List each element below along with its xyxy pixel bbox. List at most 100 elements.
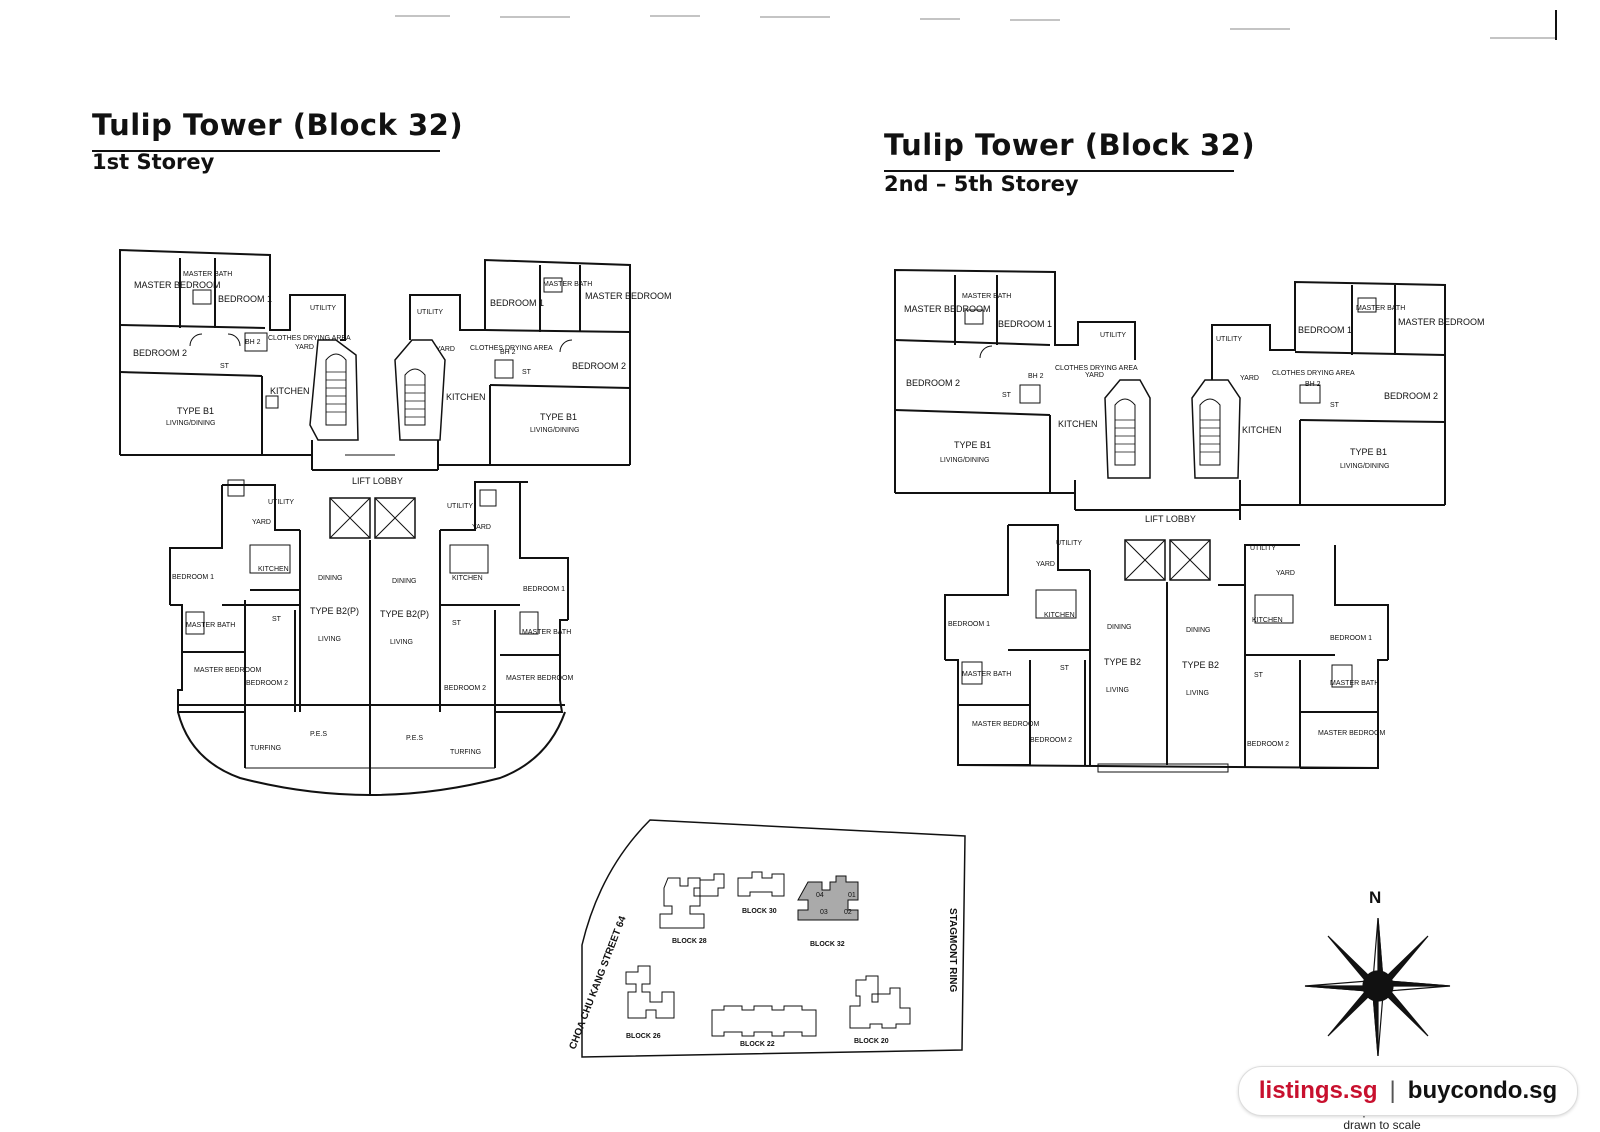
lp-se-utility: UTILITY (447, 503, 473, 510)
watermark-buycondo[interactable]: buycondo.sg (1407, 1077, 1558, 1104)
lp-sw-pes: P.E.S (310, 731, 327, 738)
rp-sw-bedroom2: BEDROOM 2 (1030, 737, 1072, 744)
lp-se-type: TYPE B2(P) (380, 609, 429, 619)
lp-se-bedroom2: BEDROOM 2 (444, 685, 486, 692)
lp-ne-bedroom2: BEDROOM 2 (572, 361, 626, 371)
site-block-30: BLOCK 30 (742, 908, 777, 915)
lp-se-pes: P.E.S (406, 735, 423, 742)
rp-sw-master-bedroom: MASTER BEDROOM (972, 721, 1039, 728)
rp-nw-master-bedroom: MASTER BEDROOM (904, 304, 991, 314)
rp-sw-master-bath: MASTER BATH (962, 671, 1011, 678)
rp-ne-type: TYPE B1 (1350, 447, 1387, 457)
rp-nw-type: TYPE B1 (954, 440, 991, 450)
lp-sw-kitchen: KITCHEN (258, 566, 289, 573)
lp-se-kitchen: KITCHEN (452, 575, 483, 582)
lp-nw-st: ST (220, 363, 230, 370)
rp-ne-clothes: CLOTHES DRYING AREA (1272, 370, 1355, 377)
site-unit-01: 01 (848, 892, 856, 899)
rp-nw-bedroom1: BEDROOM 1 (998, 319, 1052, 329)
rp-sw-utility: UTILITY (1056, 540, 1082, 547)
rp-se-utility: UTILITY (1250, 545, 1276, 552)
site-block-26: BLOCK 26 (626, 1033, 661, 1040)
rp-se-type: TYPE B2 (1182, 660, 1219, 670)
left-title-underline (92, 150, 440, 152)
rp-lift-lobby: LIFT LOBBY (1145, 514, 1196, 524)
lp-sw-dining: DINING (318, 575, 343, 582)
right-plan-subtitle: 2nd – 5th Storey (884, 172, 1079, 196)
site-block-22: BLOCK 22 (740, 1041, 775, 1048)
rp-nw-bedroom2: BEDROOM 2 (906, 378, 960, 388)
lp-se-dining: DINING (392, 578, 417, 585)
rp-sw-yard: YARD (1036, 561, 1055, 568)
rp-se-living: LIVING (1186, 690, 1209, 697)
rp-ne-master-bedroom: MASTER BEDROOM (1398, 317, 1485, 327)
rp-se-master-bedroom: MASTER BEDROOM (1318, 730, 1385, 737)
lp-ne-kitchen: KITCHEN (446, 392, 486, 402)
rp-nw-utility: UTILITY (1100, 332, 1126, 339)
left-plan-title: Tulip Tower (Block 32) (92, 108, 464, 142)
rp-ne-living: LIVING/DINING (1340, 463, 1389, 470)
compass-north-label: N (1369, 888, 1381, 907)
rp-ne-bedroom2: BEDROOM 2 (1384, 391, 1438, 401)
lp-lift-lobby: LIFT LOBBY (352, 476, 403, 486)
site-street-west: CHOA CHU KANG STREET 64 (568, 914, 629, 1051)
lp-nw-clothes: CLOTHES DRYING AREA (268, 335, 351, 342)
rp-nw-bh: BH 2 (1028, 373, 1044, 380)
lp-ne-clothes: CLOTHES DRYING AREA (470, 345, 553, 352)
lp-nw-master-bedroom: MASTER BEDROOM (134, 280, 221, 290)
watermark-listings[interactable]: listings.sg (1258, 1077, 1378, 1104)
lp-nw-bedroom1: BEDROOM 1 (218, 294, 272, 304)
lp-se-living: LIVING (390, 639, 413, 646)
rp-nw-master-bath: MASTER BATH (962, 293, 1011, 300)
rp-ne-master-bath: MASTER BATH (1356, 305, 1405, 312)
rp-se-st: ST (1254, 672, 1264, 679)
lp-ne-master-bath: MASTER BATH (543, 281, 592, 288)
lp-sw-bedroom2: BEDROOM 2 (246, 680, 288, 687)
rp-sw-st: ST (1060, 665, 1070, 672)
lp-nw-bh: BH 2 (245, 339, 261, 346)
lp-sw-st: ST (272, 616, 282, 623)
rp-se-yard: YARD (1276, 570, 1295, 577)
rp-sw-bedroom1: BEDROOM 1 (948, 621, 990, 628)
rp-nw-living: LIVING/DINING (940, 457, 989, 464)
lp-se-bedroom1: BEDROOM 1 (523, 586, 565, 593)
lp-ne-master-bedroom: MASTER BEDROOM (585, 291, 672, 301)
lp-ne-bh: BH 2 (500, 349, 516, 356)
site-block-32: BLOCK 32 (810, 941, 845, 948)
lp-nw-bedroom2: BEDROOM 2 (133, 348, 187, 358)
rp-ne-utility: UTILITY (1216, 336, 1242, 343)
site-block-28: BLOCK 28 (672, 938, 707, 945)
lp-ne-st: ST (522, 369, 532, 376)
lp-sw-yard: YARD (252, 519, 271, 526)
rp-se-bedroom1: BEDROOM 1 (1330, 635, 1372, 642)
rp-ne-kitchen: KITCHEN (1242, 425, 1282, 435)
site-block-20: BLOCK 20 (854, 1038, 889, 1045)
rp-ne-st: ST (1330, 402, 1340, 409)
site-unit-02: 02 (844, 909, 852, 916)
lp-se-yard: YARD (472, 524, 491, 531)
rp-se-kitchen: KITCHEN (1252, 617, 1283, 624)
rp-nw-clothes: CLOTHES DRYING AREA (1055, 365, 1138, 372)
lp-ne-living: LIVING/DINING (530, 427, 579, 434)
rp-nw-yard: YARD (1085, 372, 1104, 379)
lp-sw-type: TYPE B2(P) (310, 606, 359, 616)
lp-nw-type: TYPE B1 (177, 406, 214, 416)
lp-ne-utility: UTILITY (417, 309, 443, 316)
right-floor-plan (894, 268, 1446, 773)
lp-se-turfing: TURFING (450, 749, 481, 756)
lp-sw-master-bedroom: MASTER BEDROOM (194, 667, 261, 674)
lp-sw-bedroom1: BEDROOM 1 (172, 574, 214, 581)
lp-ne-type: TYPE B1 (540, 412, 577, 422)
compass-rose (1304, 917, 1451, 1057)
lp-nw-yard: YARD (295, 344, 314, 351)
rp-ne-bedroom1: BEDROOM 1 (1298, 325, 1352, 335)
watermark-badge[interactable]: listings.sg | buycondo.sg (1238, 1066, 1578, 1116)
rp-se-bedroom2: BEDROOM 2 (1247, 741, 1289, 748)
site-plan (581, 819, 966, 1058)
rp-sw-living: LIVING (1106, 687, 1129, 694)
rp-se-dining: DINING (1186, 627, 1211, 634)
lp-nw-utility: UTILITY (310, 305, 336, 312)
left-floor-plan (119, 248, 631, 796)
watermark-separator: | (1389, 1077, 1396, 1104)
